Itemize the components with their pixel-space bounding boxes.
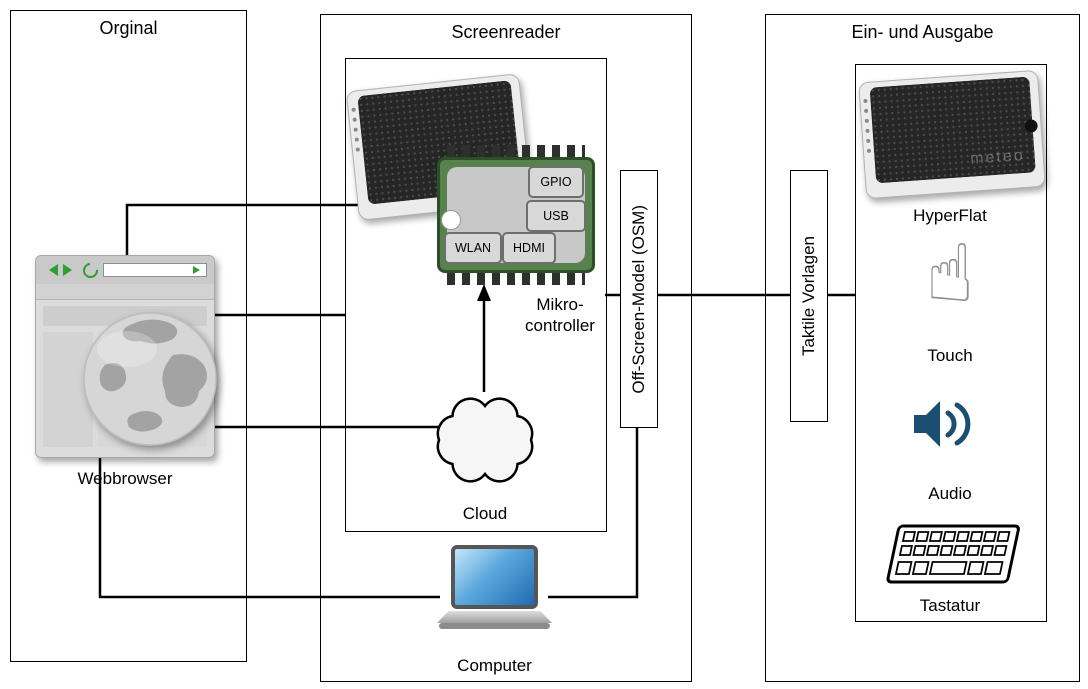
address-bar [103, 263, 207, 277]
laptop-front-edge [439, 623, 550, 629]
microcontroller-label-line2: controller [525, 316, 595, 336]
touch-label: Touch [927, 346, 973, 365]
laptop-screen [451, 545, 538, 609]
taktile-label: Taktile Vorlagen [799, 235, 818, 357]
go-icon [193, 266, 204, 274]
webbrowser-label: Webbrowser [77, 469, 173, 488]
screenreader-title: Screenreader [451, 22, 561, 42]
osm-label: Off-Screen-Model (OSM) [629, 204, 648, 394]
cloud-icon [436, 397, 534, 483]
computer-label: Computer [457, 656, 532, 675]
keyboard-label: Tastatur [919, 596, 981, 615]
io-box: Ein- und Ausgabe [765, 14, 1080, 682]
original-title: Orginal [99, 18, 158, 38]
microcontroller-chip-icon: GPIO USB WLAN HDMI [437, 145, 595, 285]
io-title: Ein- und Ausgabe [851, 22, 994, 42]
browser-secondary-bar [36, 284, 214, 300]
speaker-icon [914, 401, 971, 447]
osm-box: Off-Screen-Model (OSM) [620, 170, 658, 428]
forward-arrow-icon [63, 264, 78, 276]
chip-port-hdmi: HDMI [502, 232, 556, 264]
hyperflat-camera [1024, 119, 1039, 134]
hyperflat-device-icon: meteo [858, 69, 1046, 200]
io-inner-box [855, 64, 1047, 622]
chip-notch [441, 210, 461, 230]
hyperflat-label: HyperFlat [913, 206, 987, 225]
chip-port-usb: USB [526, 200, 586, 232]
original-box: Orginal [10, 10, 247, 662]
microcontroller-label-line1: Mikro- [536, 295, 584, 314]
back-arrow-icon [43, 264, 58, 276]
computer-icon [437, 545, 552, 645]
laptop-base [437, 611, 552, 623]
keyboard-icon [886, 524, 1020, 584]
browser-toolbar [36, 256, 214, 284]
globe-icon [83, 312, 217, 446]
hyperflat-screen: meteo [869, 76, 1036, 184]
cloud-label: Cloud [462, 504, 508, 523]
hyperflat-brand-text: meteo [969, 147, 1026, 168]
touch-hand-icon: ☝ [925, 227, 975, 320]
audio-label: Audio [928, 484, 972, 503]
taktile-box: Taktile Vorlagen [790, 170, 828, 422]
webbrowser-icon [35, 255, 217, 458]
chip-pins-bottom [447, 271, 585, 285]
screenreader-box: Screenreader [320, 14, 692, 682]
chip-port-gpio: GPIO [528, 166, 584, 198]
chip-body: GPIO USB WLAN HDMI [437, 157, 595, 273]
refresh-icon [79, 259, 102, 281]
chip-port-wlan: WLAN [444, 232, 502, 264]
microcontroller-label: Mikro- controller [495, 294, 625, 337]
chip-pins-top [447, 145, 585, 159]
